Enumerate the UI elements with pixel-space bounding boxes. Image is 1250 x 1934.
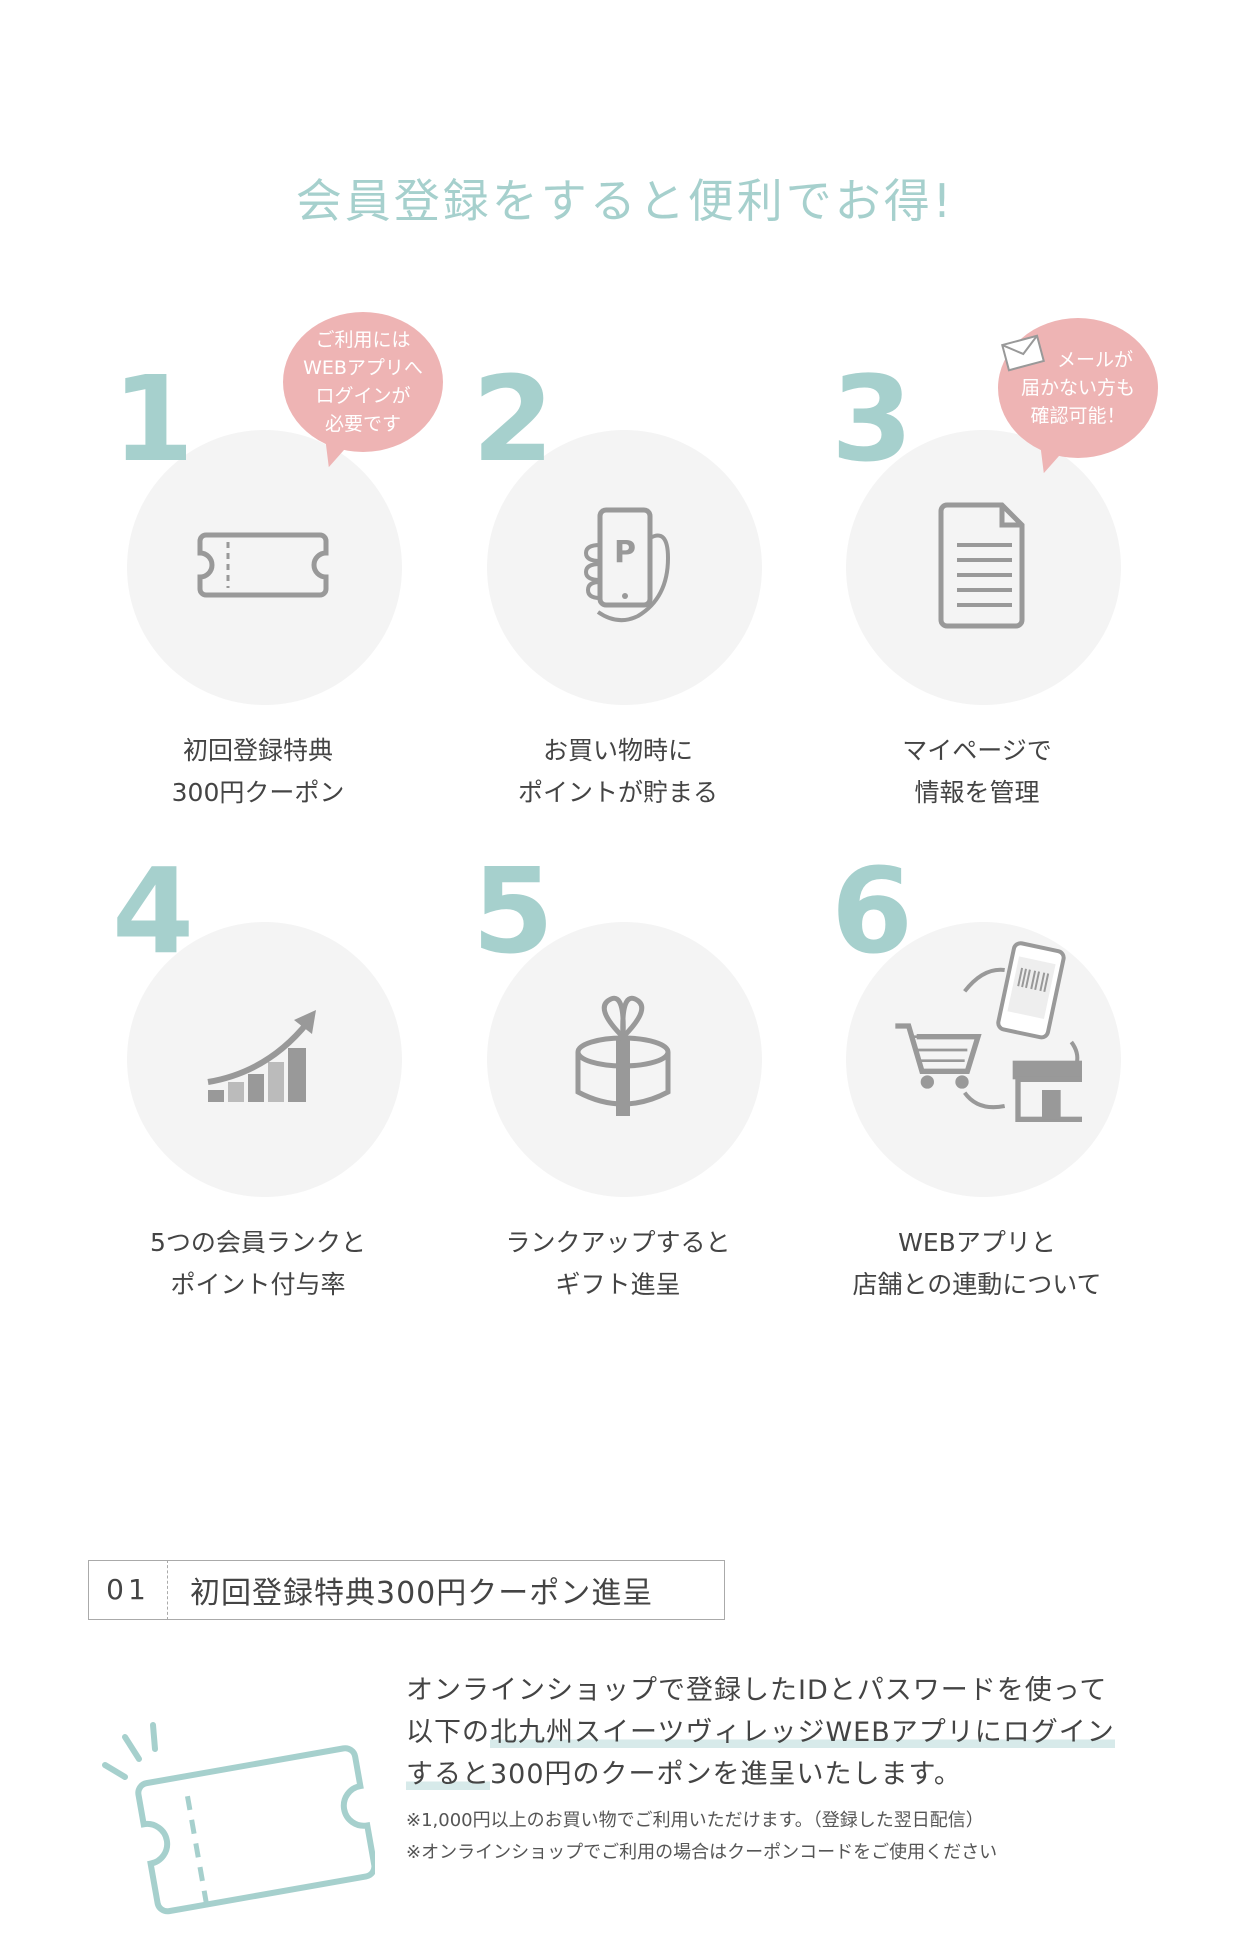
app-store-cycle-icon [895, 941, 1082, 1122]
bubble-line: WEBアプリへ [303, 357, 423, 379]
desc-line3-highlight: すると [406, 1759, 490, 1790]
desc-line3: すると300円のクーポンを進呈いたします。 [406, 1754, 1146, 1796]
feature-2[interactable]: 2 P お買い物時に ポイントが貯まる [438, 360, 798, 830]
feature-number: 5 [472, 842, 555, 980]
desc-line1: オンラインショップで登録したIDとパスワードを使って [406, 1675, 1108, 1706]
feature-1[interactable]: 1 初回登録特典 300円クーポン [78, 360, 438, 830]
feature-label: マイページで 情報を管理 [797, 730, 1157, 814]
feature-label-line2: ポイントが貯まる [517, 778, 718, 807]
feature-3[interactable]: 3 マイページで 情報を管理 [797, 360, 1157, 830]
feature-label-line2: 情報を管理 [914, 778, 1040, 807]
feature-circle [127, 430, 402, 705]
section-description: オンラインショップで登録したIDとパスワードを使って 以下の北九州スイーツヴィレ… [406, 1670, 1146, 1796]
feature-4[interactable]: 4 5つの会員ランクと ポイント付与率 [78, 852, 438, 1322]
mail-icon [1001, 334, 1045, 372]
feature-grid: 1 初回登録特典 300円クーポン ご利用には WEBアプリへ ログインが 必要… [0, 0, 1250, 1300]
svg-text:P: P [614, 535, 636, 570]
feature-number: 3 [831, 350, 914, 488]
feature-label: お買い物時に ポイントが貯まる [438, 730, 798, 814]
feature-number: 2 [472, 350, 555, 488]
section-title: 初回登録特典300円クーポン進呈 [190, 1576, 654, 1611]
feature-label: 5つの会員ランクと ポイント付与率 [78, 1222, 438, 1306]
feature-circle [846, 922, 1121, 1197]
note-1: ※1,000円以上のお買い物でご利用いただけます。（登録した翌日配信） [406, 1810, 984, 1831]
ticket-illustration-icon [102, 1722, 375, 1915]
gift-icon [575, 995, 671, 1116]
desc-line2: 以下の北九州スイーツヴィレッジWEBアプリにログイン [406, 1712, 1146, 1754]
feature-label-line2: 店舗との連動について [852, 1270, 1102, 1299]
page-heading: 会員登録をすると便利でお得! [295, 174, 955, 228]
mail-note-bubble: メールが 届かない方も 確認可能！ [998, 318, 1158, 458]
ticket-icon [197, 532, 329, 598]
feature-label-line1: マイページで [902, 736, 1052, 765]
bubble-line: ログインが [315, 385, 411, 407]
feature-label-line2: ギフト進呈 [555, 1270, 681, 1299]
desc-line2-highlight: 北九州スイーツヴィレッジWEBアプリにログイン [490, 1717, 1115, 1748]
feature-label: 初回登録特典 300円クーポン [78, 730, 438, 814]
feature-label: ランクアップすると ギフト進呈 [438, 1222, 798, 1306]
phone-point-icon: P [583, 507, 671, 623]
section-notes: ※1,000円以上のお買い物でご利用いただけます。（登録した翌日配信） ※オンラ… [406, 1805, 1146, 1869]
feature-circle [487, 430, 762, 705]
bubble-line: 確認可能！ [1030, 405, 1126, 427]
bubble-line: 必要です [324, 413, 401, 435]
login-note-bubble: ご利用には WEBアプリへ ログインが 必要です [283, 312, 443, 452]
section-header-01: 01 初回登録特典300円クーポン進呈 [88, 1560, 725, 1620]
feature-label-line1: お買い物時に [542, 736, 693, 765]
feature-circle [846, 430, 1121, 705]
desc-line3-text: 300円のクーポンを進呈いたします。 [490, 1759, 962, 1790]
document-icon [938, 502, 1025, 629]
feature-label-line1: 初回登録特典 [182, 736, 333, 765]
feature-label-line2: ポイント付与率 [170, 1270, 346, 1299]
note-2: ※オンラインショップでご利用の場合はクーポンコードをご使用ください [406, 1842, 998, 1863]
bubble-line: ご利用には [315, 329, 411, 351]
feature-label: WEBアプリと 店舗との連動について [797, 1222, 1157, 1306]
feature-6[interactable]: 6 WEBアプリと 店舗との連動について [797, 852, 1157, 1322]
bubble-line: 届かない方も [1020, 377, 1135, 399]
feature-label-line1: ランクアップすると [505, 1228, 731, 1257]
rank-growth-icon [207, 1010, 316, 1102]
feature-5[interactable]: 5 ランクアップすると ギフト進呈 [438, 852, 798, 1322]
desc-line2-text: 以下の [406, 1717, 490, 1748]
feature-label-line1: 5つの会員ランクと [150, 1228, 366, 1257]
feature-number: 6 [831, 842, 914, 980]
feature-number: 4 [112, 842, 195, 980]
bubble-line: メールが [1056, 349, 1133, 371]
feature-number: 1 [112, 350, 195, 488]
feature-label-line2: 300円クーポン [171, 778, 345, 807]
feature-label-line1: WEBアプリと [898, 1228, 1056, 1257]
section-number: 01 [89, 1560, 168, 1620]
